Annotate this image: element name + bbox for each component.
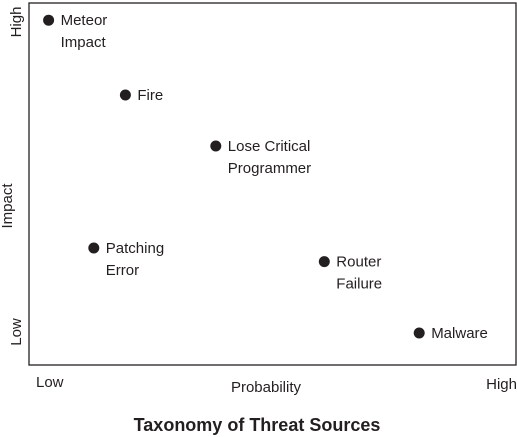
point-label: Fire: [137, 87, 163, 104]
point-label-line: Lose Critical: [228, 138, 311, 155]
x-tick-label-low: Low: [36, 374, 64, 391]
x-tick-label-high: High: [486, 376, 517, 393]
y-axis-label: Impact: [0, 183, 16, 229]
point-label-line: Malware: [431, 325, 488, 342]
y-tick-label-high: High: [8, 7, 25, 38]
point-marker: [318, 256, 330, 268]
plot-area: [28, 2, 517, 366]
point-marker: [43, 14, 55, 26]
data-point: Malware: [413, 325, 488, 342]
point-label-line: Programmer: [228, 160, 311, 177]
point-marker: [413, 327, 425, 339]
point-label-line: Error: [106, 262, 139, 279]
point-label-line: Failure: [336, 276, 382, 293]
point-marker: [88, 242, 100, 254]
point-marker: [210, 140, 222, 152]
point-label-line: Fire: [137, 87, 163, 104]
data-point: Fire: [119, 87, 163, 104]
point-label-line: Impact: [61, 34, 107, 51]
y-tick-label-low: Low: [8, 318, 25, 346]
x-axis-label: Probability: [231, 379, 302, 396]
point-marker: [119, 89, 131, 101]
point-label: Malware: [431, 325, 488, 342]
point-label-line: Router: [336, 254, 381, 271]
point-label-line: Patching: [106, 240, 164, 257]
figure-caption: Taxonomy of Threat Sources: [134, 415, 381, 435]
point-label-line: Meteor: [61, 12, 108, 29]
